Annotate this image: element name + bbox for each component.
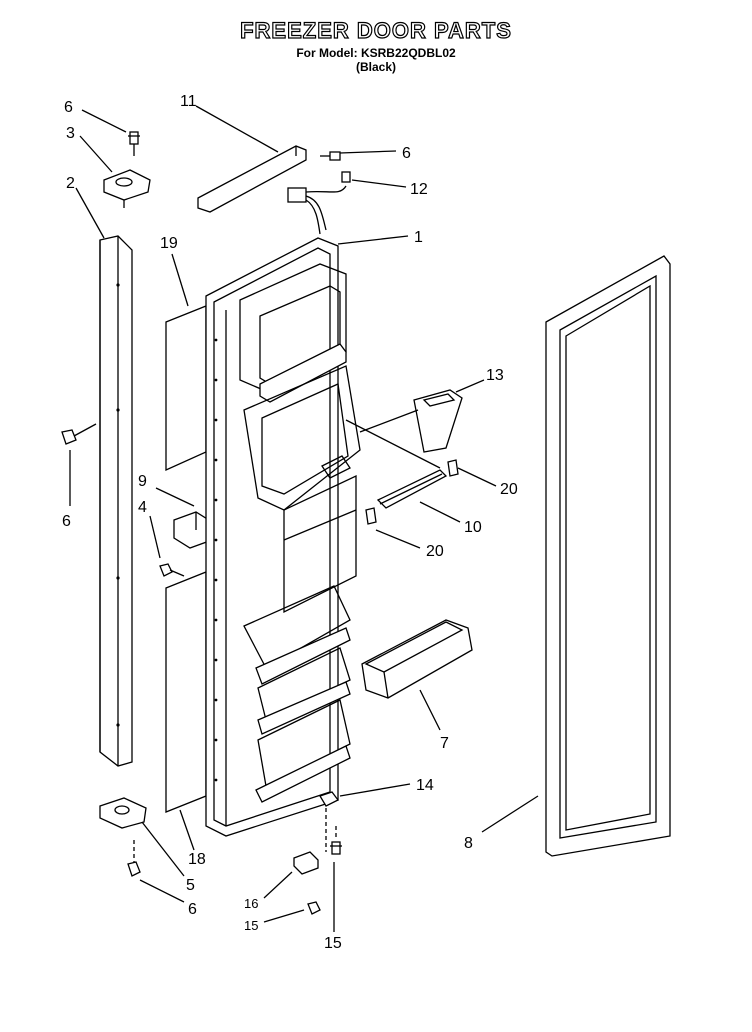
model-subtitle: For Model: KSRB22QDBL02 bbox=[296, 46, 456, 60]
callout-6: 6 bbox=[188, 901, 197, 918]
callout-6: 6 bbox=[402, 145, 411, 162]
part-slide-rail bbox=[345, 419, 448, 509]
part-door-liner bbox=[205, 237, 361, 837]
callout-9: 9 bbox=[138, 473, 147, 490]
callout-18: 18 bbox=[188, 851, 206, 868]
part-hinge-block bbox=[293, 851, 319, 875]
part-rail-clip-lower bbox=[365, 507, 377, 525]
part-screw-bracket bbox=[159, 563, 185, 577]
color-note: (Black) bbox=[355, 60, 396, 74]
callout-12: 12 bbox=[410, 181, 428, 198]
part-top-hinge bbox=[103, 169, 151, 208]
part-dispenser-chute bbox=[359, 389, 463, 453]
part-screw-top-hinge bbox=[128, 131, 140, 156]
part-rail-clip-upper bbox=[447, 459, 459, 477]
callout-13: 13 bbox=[486, 367, 504, 384]
part-door-trim-left bbox=[99, 235, 133, 767]
callout-6: 6 bbox=[64, 99, 73, 116]
part-screw-side bbox=[61, 423, 97, 445]
part-upper-insulation bbox=[165, 305, 207, 472]
callout-7: 7 bbox=[440, 735, 449, 752]
callout-5: 5 bbox=[186, 877, 195, 894]
part-screw-hinge-block bbox=[307, 901, 321, 915]
callout-20: 20 bbox=[500, 481, 518, 498]
callout-2: 2 bbox=[66, 175, 75, 192]
part-door-gasket bbox=[545, 255, 671, 857]
part-lower-insulation bbox=[165, 571, 207, 813]
callout-4: 4 bbox=[138, 499, 147, 516]
callout-19: 19 bbox=[160, 235, 178, 252]
callout-8: 8 bbox=[464, 835, 473, 852]
callout-3: 3 bbox=[66, 125, 75, 142]
callout-11: 11 bbox=[180, 93, 197, 110]
part-wire-harness bbox=[287, 171, 351, 235]
part-screw-lower-pin bbox=[330, 826, 342, 855]
leader-lines bbox=[69, 105, 539, 932]
liner-rivets bbox=[214, 338, 218, 782]
callout-15: 15 bbox=[324, 935, 342, 952]
part-door-bin bbox=[361, 619, 473, 699]
callout-14: 14 bbox=[416, 777, 434, 794]
part-screw-top-right bbox=[320, 151, 341, 161]
callout-10: 10 bbox=[464, 519, 482, 536]
part-top-trim bbox=[197, 145, 307, 213]
callout-6: 6 bbox=[62, 513, 71, 530]
callout-labels: 6 3 2 6 11 6 12 1 19 9 4 13 20 10 20 7 8… bbox=[62, 93, 518, 952]
callout-1: 1 bbox=[414, 229, 423, 246]
part-lower-hinge-pin bbox=[319, 791, 339, 852]
diagram-header: FREEZER DOOR PARTS For Model: KSRB22QDBL… bbox=[0, 17, 752, 74]
part-screw-bottom-hinge bbox=[127, 840, 141, 877]
part-bracket bbox=[173, 511, 213, 549]
part-bottom-hinge bbox=[99, 797, 147, 829]
callout-20: 20 bbox=[426, 543, 444, 560]
callout-16: 16 bbox=[244, 896, 258, 911]
callout-15: 15 bbox=[244, 918, 258, 933]
page-title: FREEZER DOOR PARTS bbox=[239, 17, 512, 43]
